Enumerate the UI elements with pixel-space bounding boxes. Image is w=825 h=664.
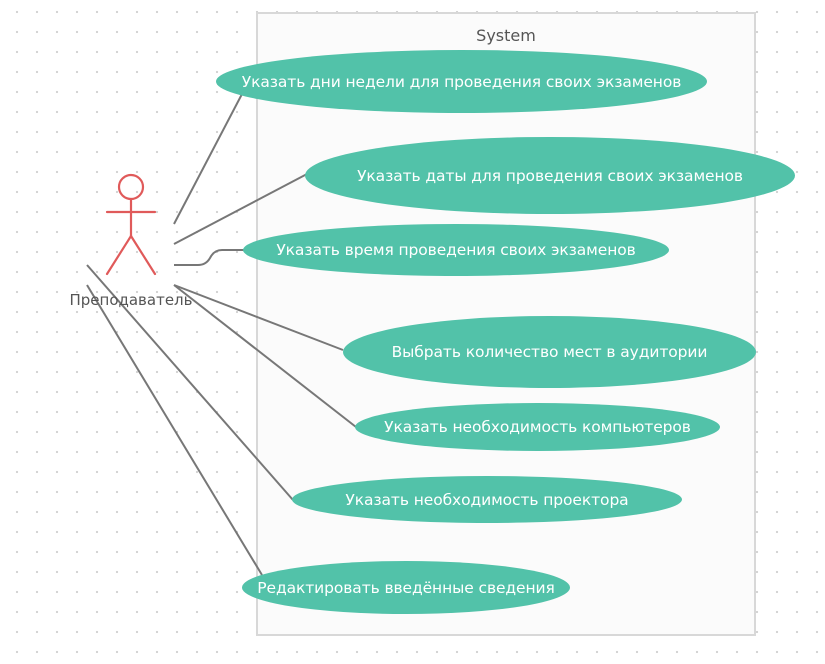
actor-stick-figure-icon[interactable] [100,172,162,280]
usecase-specify-weekdays[interactable]: Указать дни недели для проведения своих … [216,50,707,113]
system-title: System [476,26,536,45]
association-line-7 [86,284,263,576]
association-line-1 [173,93,243,225]
usecase-label: Выбрать количество мест в аудитории [391,343,708,361]
usecase-choose-seats[interactable]: Выбрать количество мест в аудитории [343,316,756,388]
usecase-label: Указать дни недели для проведения своих … [241,72,682,91]
usecase-label: Указать время проведения своих экзаменов [276,241,636,259]
usecase-label: Редактировать введённые сведения [257,578,555,597]
usecase-specify-time[interactable]: Указать время проведения своих экзаменов [243,224,669,276]
usecase-need-projector[interactable]: Указать необходимость проектора [292,476,682,523]
usecase-label: Указать даты для проведения своих экзаме… [357,166,743,185]
actor-label: Преподаватель [69,291,193,309]
usecase-edit-entered-data[interactable]: Редактировать введённые сведения [242,561,570,614]
usecase-label: Указать необходимость компьютеров [384,418,691,436]
usecase-label: Указать необходимость проектора [345,490,629,509]
association-line-3 [174,249,244,266]
usecase-specify-dates[interactable]: Указать даты для проведения своих экзаме… [305,137,795,214]
usecase-need-computers[interactable]: Указать необходимость компьютеров [355,403,720,451]
